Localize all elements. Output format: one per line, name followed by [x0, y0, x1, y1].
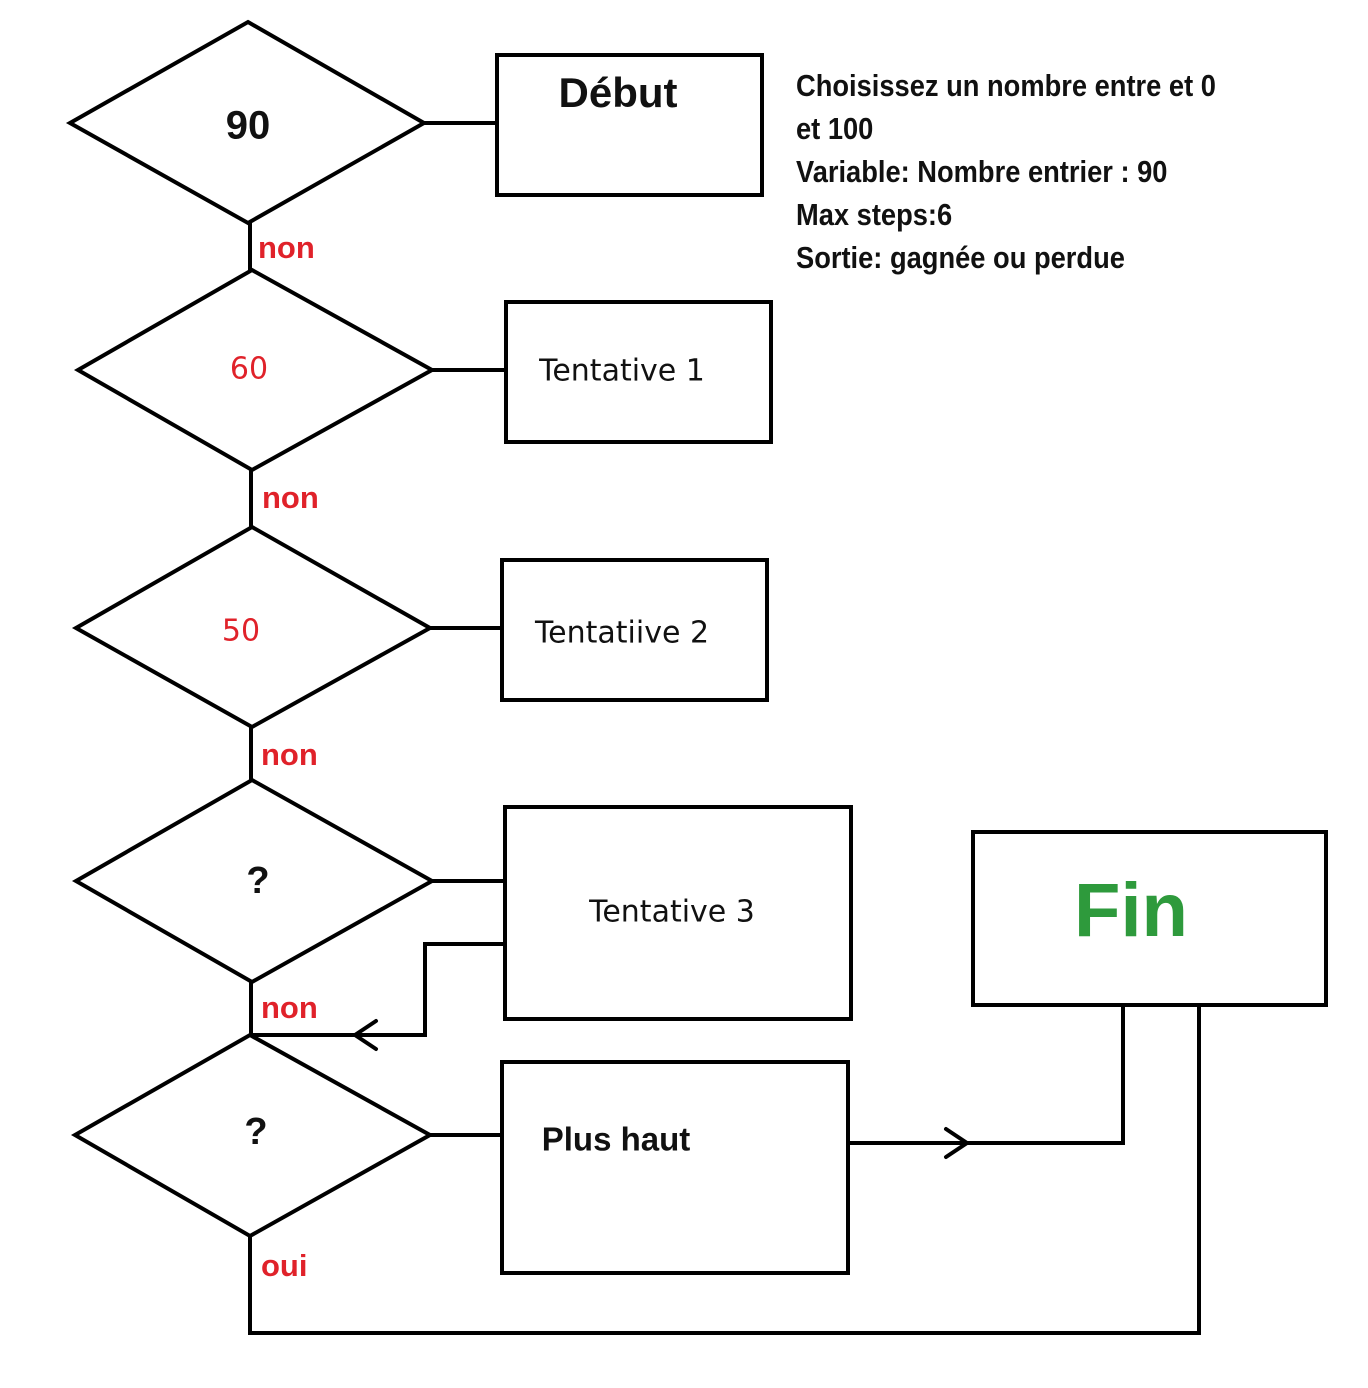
info-line: Variable: Nombre entrier : 90 — [796, 154, 1168, 189]
diamond-label-60: 60 — [230, 352, 268, 387]
box-plus-haut — [500, 1060, 850, 1275]
box-label-debut: Début — [559, 69, 678, 116]
info-line: Max steps:6 — [796, 197, 953, 232]
diamond-label-q2: ? — [244, 1111, 267, 1153]
branch-label-non: non — [258, 230, 315, 265]
info-text-block: Choisissez un nombre entre et 0 et 100 V… — [796, 64, 1289, 279]
box-label-plus-haut: Plus haut — [542, 1121, 691, 1158]
box-label-tentative-2: Tentatiive 2 — [534, 616, 709, 651]
connector-plushaut-fin — [846, 1003, 1125, 1145]
arrow-head-right — [944, 1127, 971, 1159]
branch-label-oui: oui — [261, 1248, 308, 1283]
diamond-label-50: 50 — [222, 614, 260, 649]
box-fin — [971, 830, 1328, 1007]
branch-label-non: non — [261, 737, 318, 772]
box-label-tentative-3: Tentative 3 — [588, 895, 755, 930]
arrow-head-left — [351, 1019, 378, 1051]
branch-label-non: non — [261, 990, 318, 1025]
diamond-label-90: 90 — [226, 104, 271, 148]
branch-label-non: non — [262, 480, 319, 515]
connector-tentative3-loop — [249, 942, 507, 1037]
box-tentative-3 — [503, 805, 853, 1021]
box-label-fin: Fin — [1074, 868, 1188, 953]
info-line: Choisissez un nombre entre et 0 — [796, 68, 1216, 103]
info-line: et 100 — [796, 111, 874, 146]
info-line: Sortie: gagnée ou perdue — [796, 240, 1125, 275]
connector-oui-fin — [248, 1003, 1201, 1335]
diamond-label-q1: ? — [246, 860, 269, 902]
box-label-tentative-1: Tentative 1 — [538, 354, 705, 389]
